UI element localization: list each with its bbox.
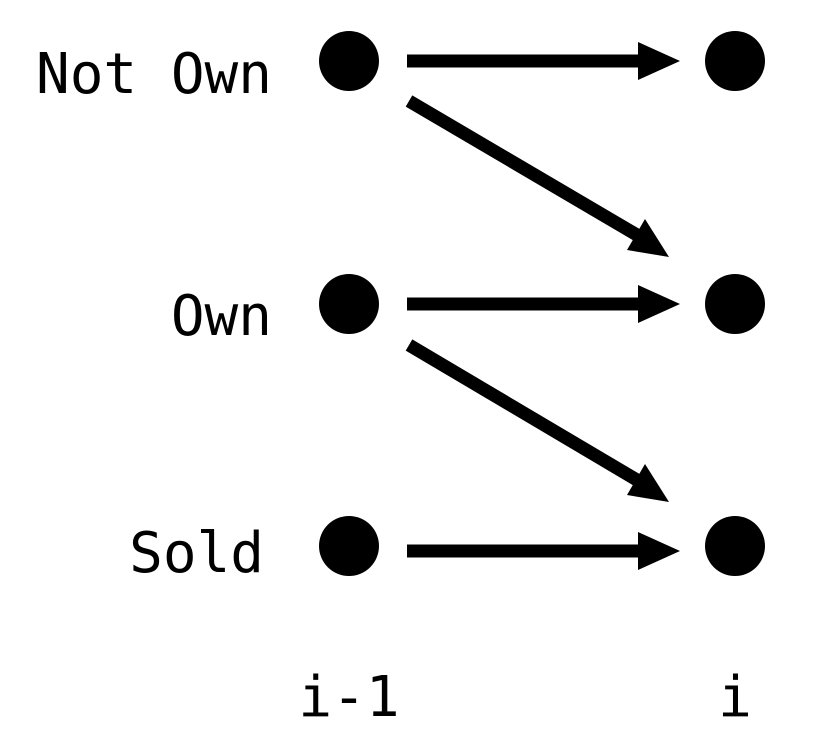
state-label-not-own: Not Own [36,42,272,107]
node-own-curr [705,274,765,334]
arrow-own-to-sold [405,339,669,502]
step-label-previous: i-1 [298,665,399,730]
node-sold-curr [705,516,765,576]
node-not-own-prev [319,31,379,91]
arrow-own-to-own [407,285,680,323]
node-sold-prev [319,516,379,576]
arrow-sold-to-sold [407,532,680,570]
node-not-own-curr [705,31,765,91]
state-label-own: Own [171,284,272,349]
node-own-prev [319,274,379,334]
arrow-not-own-to-own [405,95,669,257]
step-label-current: i [718,665,752,730]
arrow-not-own-to-not-own [407,42,680,80]
state-label-sold: Sold [129,521,264,586]
